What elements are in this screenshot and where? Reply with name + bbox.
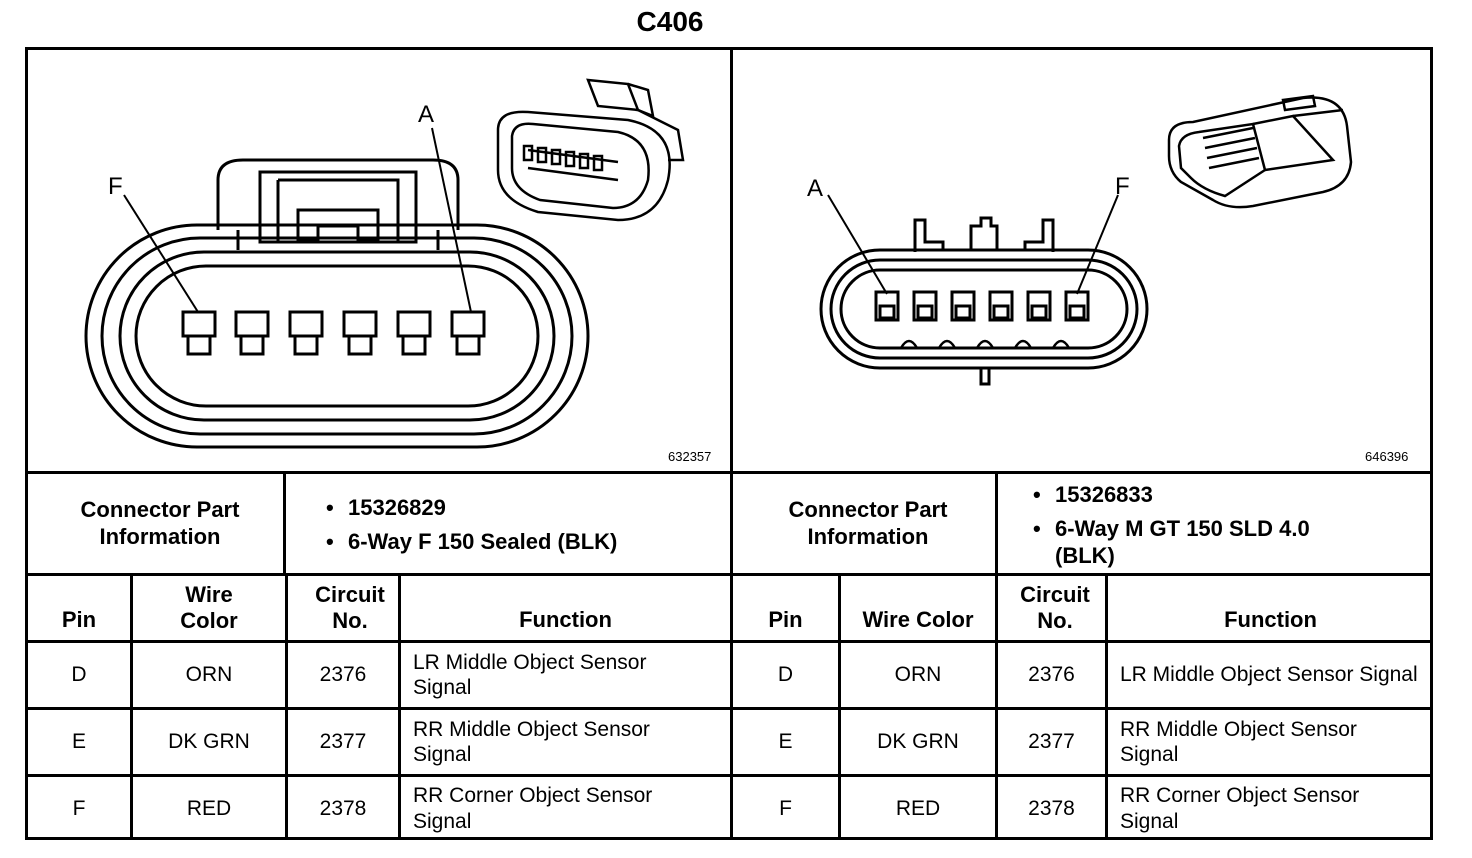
left-header-function: Function — [519, 606, 612, 632]
left-row-1-function: LR Middle Object Sensor Signal — [413, 650, 647, 699]
right-partinfo-divider — [995, 471, 998, 576]
right-row-1-wire-color: ORN — [894, 663, 942, 687]
left-row-2-pin: E — [71, 730, 86, 754]
left-row-2-wire-color: DK GRN — [168, 730, 250, 754]
right-row-2-circuit: 2377 — [1028, 730, 1075, 754]
right-header-pin: Pin — [768, 606, 803, 632]
left-row-3-circuit: 2378 — [319, 796, 367, 820]
right-row-2-pin: E — [778, 730, 793, 754]
right-col-divider-1 — [838, 573, 841, 840]
right-row-3-function: RR Corner Object Sensor Signal — [1120, 784, 1360, 833]
right-figure-id: 646396 — [1365, 449, 1409, 464]
row-divider-2 — [25, 774, 1433, 777]
left-row-3-pin: F — [72, 796, 86, 820]
left-row-3-wire-color: RED — [186, 796, 232, 820]
left-part-description: 6-Way F 150 Sealed (BLK) — [326, 528, 726, 556]
diagram-divider — [25, 471, 1433, 474]
right-part-number: 15326833 — [1033, 481, 1353, 509]
right-connector-diagram: A F — [807, 94, 1353, 386]
right-col-divider-2 — [995, 573, 998, 840]
left-connector-thumbnail — [496, 78, 685, 222]
right-row-2-wire-color: DK GRN — [877, 730, 959, 754]
left-col-divider-2 — [285, 573, 288, 840]
row-divider-1 — [25, 707, 1433, 710]
right-pin-label-first: A — [807, 175, 823, 202]
left-row-1-wire-color: ORN — [185, 663, 233, 687]
right-header-wire-color: Wire Color — [862, 606, 974, 632]
right-row-1-function: LR Middle Object Sensor Signal — [1120, 663, 1418, 687]
right-row-1-circuit: 2376 — [1028, 663, 1075, 687]
left-part-number: 15326829 — [326, 494, 726, 522]
header-divider — [25, 640, 1433, 643]
left-partinfo-divider — [283, 471, 286, 576]
left-part-info-label: Connector Part Information — [80, 497, 240, 549]
right-row-1-pin: D — [777, 663, 794, 687]
left-row-1-pin: D — [71, 663, 87, 687]
connector-table-frame — [25, 47, 1433, 840]
left-header-wire-color: Wire Color — [180, 581, 238, 633]
right-connector-thumbnail — [1167, 94, 1353, 209]
right-part-info-list: 15326833 6-Way M GT 150 SLD 4.0 (BLK) — [1033, 481, 1353, 576]
left-pin-label-first: F — [108, 173, 123, 200]
right-pin-label-last: F — [1115, 173, 1130, 200]
left-col-divider-3 — [398, 573, 401, 840]
right-col-divider-3 — [1105, 573, 1108, 840]
left-pin-label-last: A — [418, 101, 434, 128]
left-part-info-list: 15326829 6-Way F 150 Sealed (BLK) — [326, 494, 726, 561]
left-header-pin: Pin — [61, 606, 97, 632]
left-row-2-circuit: 2377 — [319, 730, 367, 754]
right-part-description: 6-Way M GT 150 SLD 4.0 (BLK) — [1033, 515, 1353, 570]
left-pin-cavities — [181, 310, 486, 356]
right-row-3-circuit: 2378 — [1028, 796, 1075, 820]
right-row-2-function: RR Middle Object Sensor Signal — [1120, 717, 1357, 766]
right-header-circuit: Circuit No. — [1020, 581, 1090, 633]
left-figure-id: 632357 — [668, 449, 712, 464]
right-header-function: Function — [1224, 606, 1317, 632]
left-row-2-function: RR Middle Object Sensor Signal — [413, 717, 650, 766]
left-row-1-circuit: 2376 — [319, 663, 367, 687]
right-pin-cavities — [874, 290, 1090, 322]
left-header-circuit: Circuit No. — [315, 581, 385, 633]
center-divider — [730, 47, 733, 840]
partinfo-divider — [25, 573, 1433, 576]
left-col-divider-1 — [130, 573, 133, 840]
right-part-info-label: Connector Part Information — [788, 497, 948, 549]
connector-title: C406 — [636, 6, 704, 37]
left-row-3-function: RR Corner Object Sensor Signal — [413, 784, 653, 833]
right-row-3-wire-color: RED — [895, 796, 941, 820]
left-connector-diagram: F A — [84, 78, 685, 449]
right-row-3-pin: F — [779, 796, 792, 820]
